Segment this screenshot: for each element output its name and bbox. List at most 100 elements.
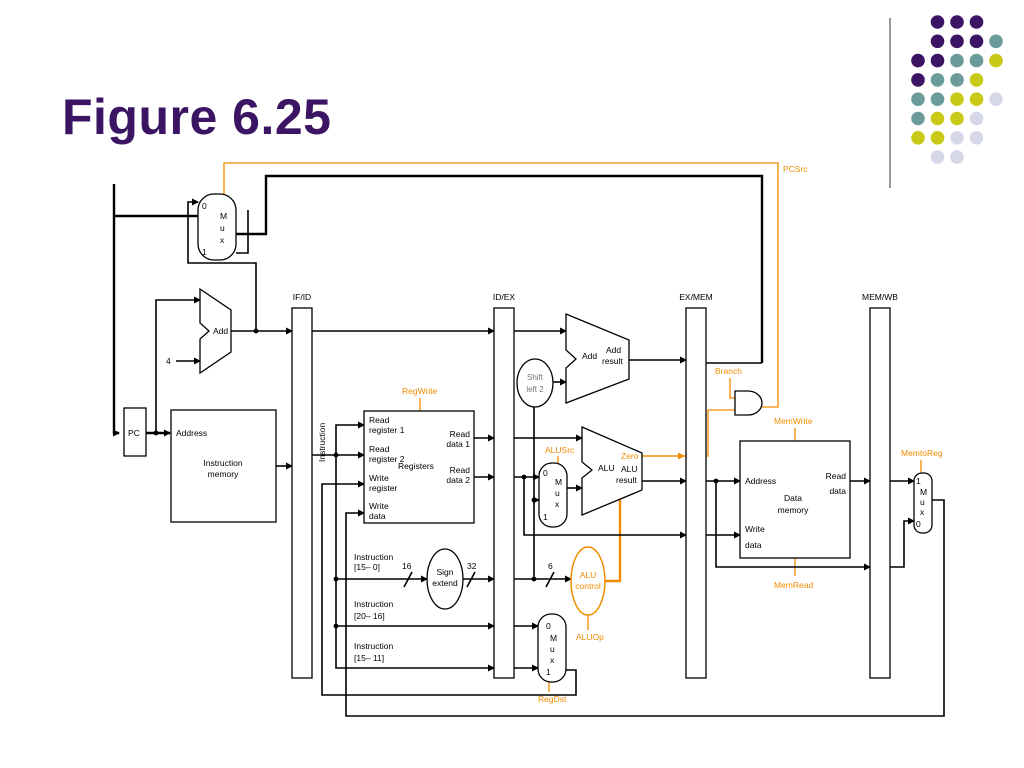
branch-label: Branch — [715, 366, 742, 376]
dmem-write-b: data — [745, 540, 762, 550]
decor-dot — [950, 92, 964, 106]
alusrc-mux-x: x — [555, 499, 560, 509]
decor-dot — [930, 15, 945, 29]
rf-name: Registers — [398, 461, 434, 471]
sign-extend-unit — [426, 548, 464, 610]
decor-dot — [911, 111, 925, 126]
pc-adder-label: Add — [213, 326, 228, 336]
junction-pc — [153, 430, 159, 436]
decor-dot — [930, 73, 945, 87]
data-memory — [739, 440, 851, 559]
dmem-address: Address — [745, 476, 776, 486]
decor-dot — [950, 73, 964, 87]
alusrc-mux-u: u — [555, 488, 560, 498]
alu-result1: ALU — [621, 464, 638, 474]
regdst-mux — [537, 613, 567, 683]
decor-dot — [989, 34, 1003, 49]
rf-read-data2-b: data 2 — [446, 475, 470, 485]
mem-wb-register — [869, 307, 891, 679]
alusrc-mux-m: M — [555, 477, 562, 487]
alu-control-line1: ALU — [580, 570, 597, 580]
sign-extend-in-bits: 16 — [402, 561, 412, 571]
rf-read-data2-a: Read — [450, 465, 471, 475]
pc-mux-x: x — [220, 235, 225, 245]
imem-name2: memory — [208, 469, 239, 479]
pc-label: PC — [128, 428, 140, 438]
regdst-mux-u: u — [550, 644, 555, 654]
junction-imm-a — [531, 497, 537, 503]
funct-bits-label: 6 — [548, 561, 553, 571]
aluop-label: ALUOp — [576, 632, 604, 642]
pc-register — [123, 407, 147, 457]
pc4-to-mux-wire — [187, 198, 257, 331]
write-register-feedback-wire — [321, 480, 577, 696]
memtoreg-mux-1: 1 — [916, 476, 921, 486]
decor-dot — [911, 73, 925, 87]
instruction-memory — [170, 409, 277, 523]
decor-dot — [911, 53, 925, 68]
decor-dot — [969, 53, 984, 68]
decor-dot — [969, 73, 984, 87]
decor-dot — [930, 111, 945, 126]
instr-20-16-b: [20– 16] — [354, 611, 385, 621]
alusrc-label: ALUSrc — [545, 445, 575, 455]
rf-read-reg1-a: Read — [369, 415, 390, 425]
dmem-name1: Data — [784, 493, 802, 503]
instr-15-11-b: [15– 11] — [354, 653, 384, 663]
decor-dot — [969, 92, 984, 106]
ex-mem-label: EX/MEM — [679, 292, 713, 302]
dmem-read-b: data — [829, 486, 846, 496]
pc-mux-0: 0 — [202, 201, 207, 211]
regdst-mux-1: 1 — [546, 667, 551, 677]
rf-write-data-a: Write — [369, 501, 389, 511]
imm-to-mux-wire — [514, 496, 540, 580]
dmem-name2: memory — [778, 505, 809, 515]
decor-dot — [930, 92, 945, 106]
instr-15-0-b: [15– 0] — [354, 562, 380, 572]
memtoreg-mux-0: 0 — [916, 519, 921, 529]
data-wires — [112, 174, 945, 717]
regdst-mux-m: M — [550, 633, 557, 643]
junction-pc4 — [253, 328, 259, 334]
decor-dot — [989, 53, 1003, 68]
pc-input-wire — [112, 184, 202, 437]
pcsrc-mux — [197, 193, 237, 261]
branch-target-wire — [236, 174, 764, 363]
instruction-bus-label: Instruction — [317, 423, 327, 462]
branch-wire — [729, 378, 735, 399]
wb-alu-result-wire — [890, 517, 915, 568]
junction-instr-c — [333, 623, 339, 629]
if-id-label: IF/ID — [293, 292, 311, 302]
sign-extend-out-bits: 32 — [467, 561, 477, 571]
shift-left-2-unit — [516, 358, 554, 408]
alu-zero-label: Zero — [621, 451, 639, 461]
control-labels: PCSrc RegWrite Branch MemWrite ALUSrc Me… — [402, 164, 943, 704]
decor-dot — [950, 34, 964, 49]
alu-name: ALU — [598, 463, 615, 473]
mux-input1-wire — [236, 210, 249, 254]
rf-read-reg2-b: register 2 — [369, 454, 405, 464]
decor-dot — [950, 131, 964, 145]
decor-dot — [969, 15, 984, 29]
pc-mux-u: u — [220, 223, 225, 233]
shift-line2: left 2 — [526, 385, 544, 394]
memtoreg-mux-u: u — [920, 497, 925, 507]
instr-20-16-a: Instruction — [354, 599, 393, 609]
alu-control-line2: control — [575, 581, 601, 591]
decor-dot — [950, 150, 964, 164]
instr-15-11-a: Instruction — [354, 641, 393, 651]
regdst-mux-0: 0 — [546, 621, 551, 631]
junction-instr-b — [333, 576, 339, 582]
pcsrc-wire — [223, 162, 779, 408]
pc-mux-1: 1 — [202, 247, 207, 257]
sign-extend-line1: Sign — [436, 567, 453, 577]
decor-dot — [950, 53, 964, 68]
register-file — [363, 410, 475, 524]
decor-dot — [969, 34, 984, 49]
slide-title: Figure 6.25 — [62, 89, 332, 145]
alu-control-output-wire — [605, 496, 622, 583]
decor-dot — [950, 111, 964, 126]
memtoreg-label: MemtoReg — [901, 448, 943, 458]
memwrite-label: MemWrite — [774, 416, 813, 426]
